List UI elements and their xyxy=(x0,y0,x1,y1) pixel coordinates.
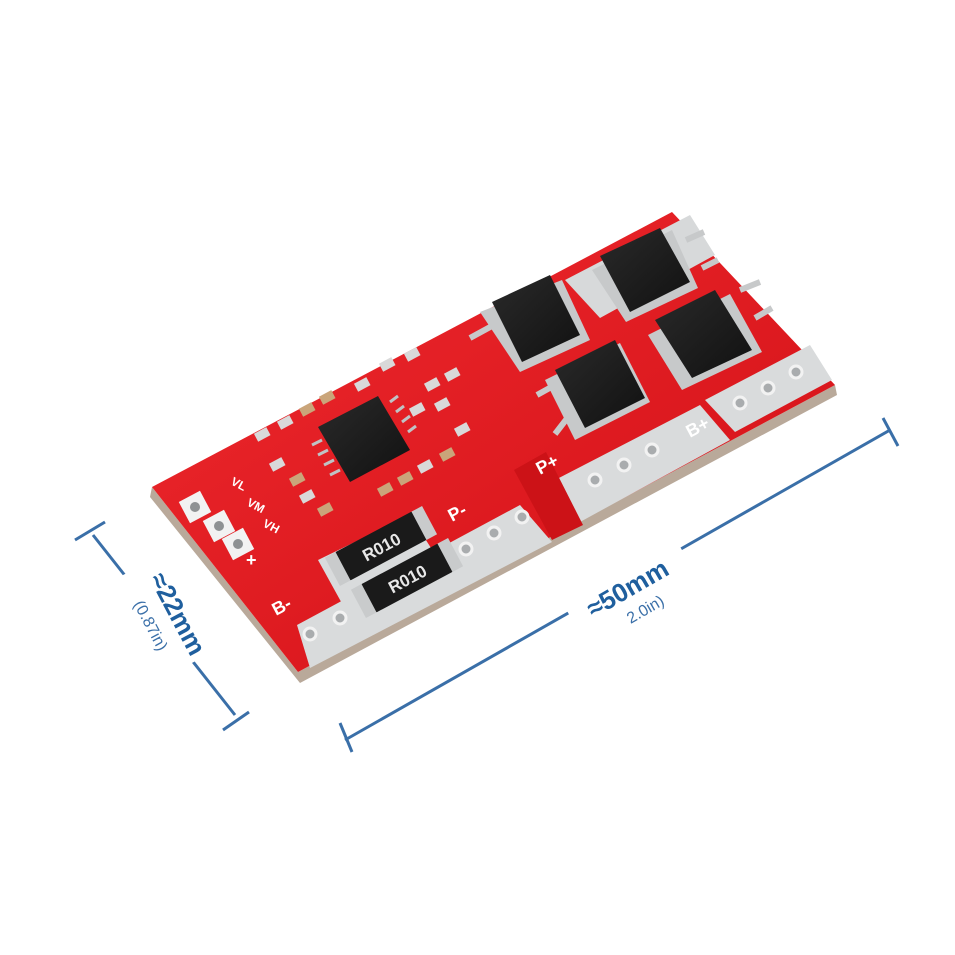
mosfet-3 xyxy=(535,340,650,440)
silk-vh: VH xyxy=(261,516,282,536)
voltage-sense-pads xyxy=(178,490,255,561)
pad-strip-p-plus xyxy=(555,405,730,522)
mosfet-1 xyxy=(468,275,590,372)
board-divider-line xyxy=(514,452,583,540)
terminal-holes-b-minus xyxy=(302,610,348,642)
terminal-holes-p-plus xyxy=(587,442,660,488)
mosfet-2 xyxy=(592,228,720,322)
pcb-board: R010 R010 xyxy=(150,212,837,683)
silk-plus: + xyxy=(246,550,257,570)
terminal-holes-p-minus xyxy=(458,509,530,557)
terminal-holes-b-plus xyxy=(732,364,804,411)
smd-components xyxy=(253,347,471,517)
mosfet-4 xyxy=(648,279,774,390)
control-ic xyxy=(311,394,417,482)
silk-vl: VL xyxy=(229,474,249,494)
width-dimension: ≈50mm 2.0in) xyxy=(338,417,900,753)
